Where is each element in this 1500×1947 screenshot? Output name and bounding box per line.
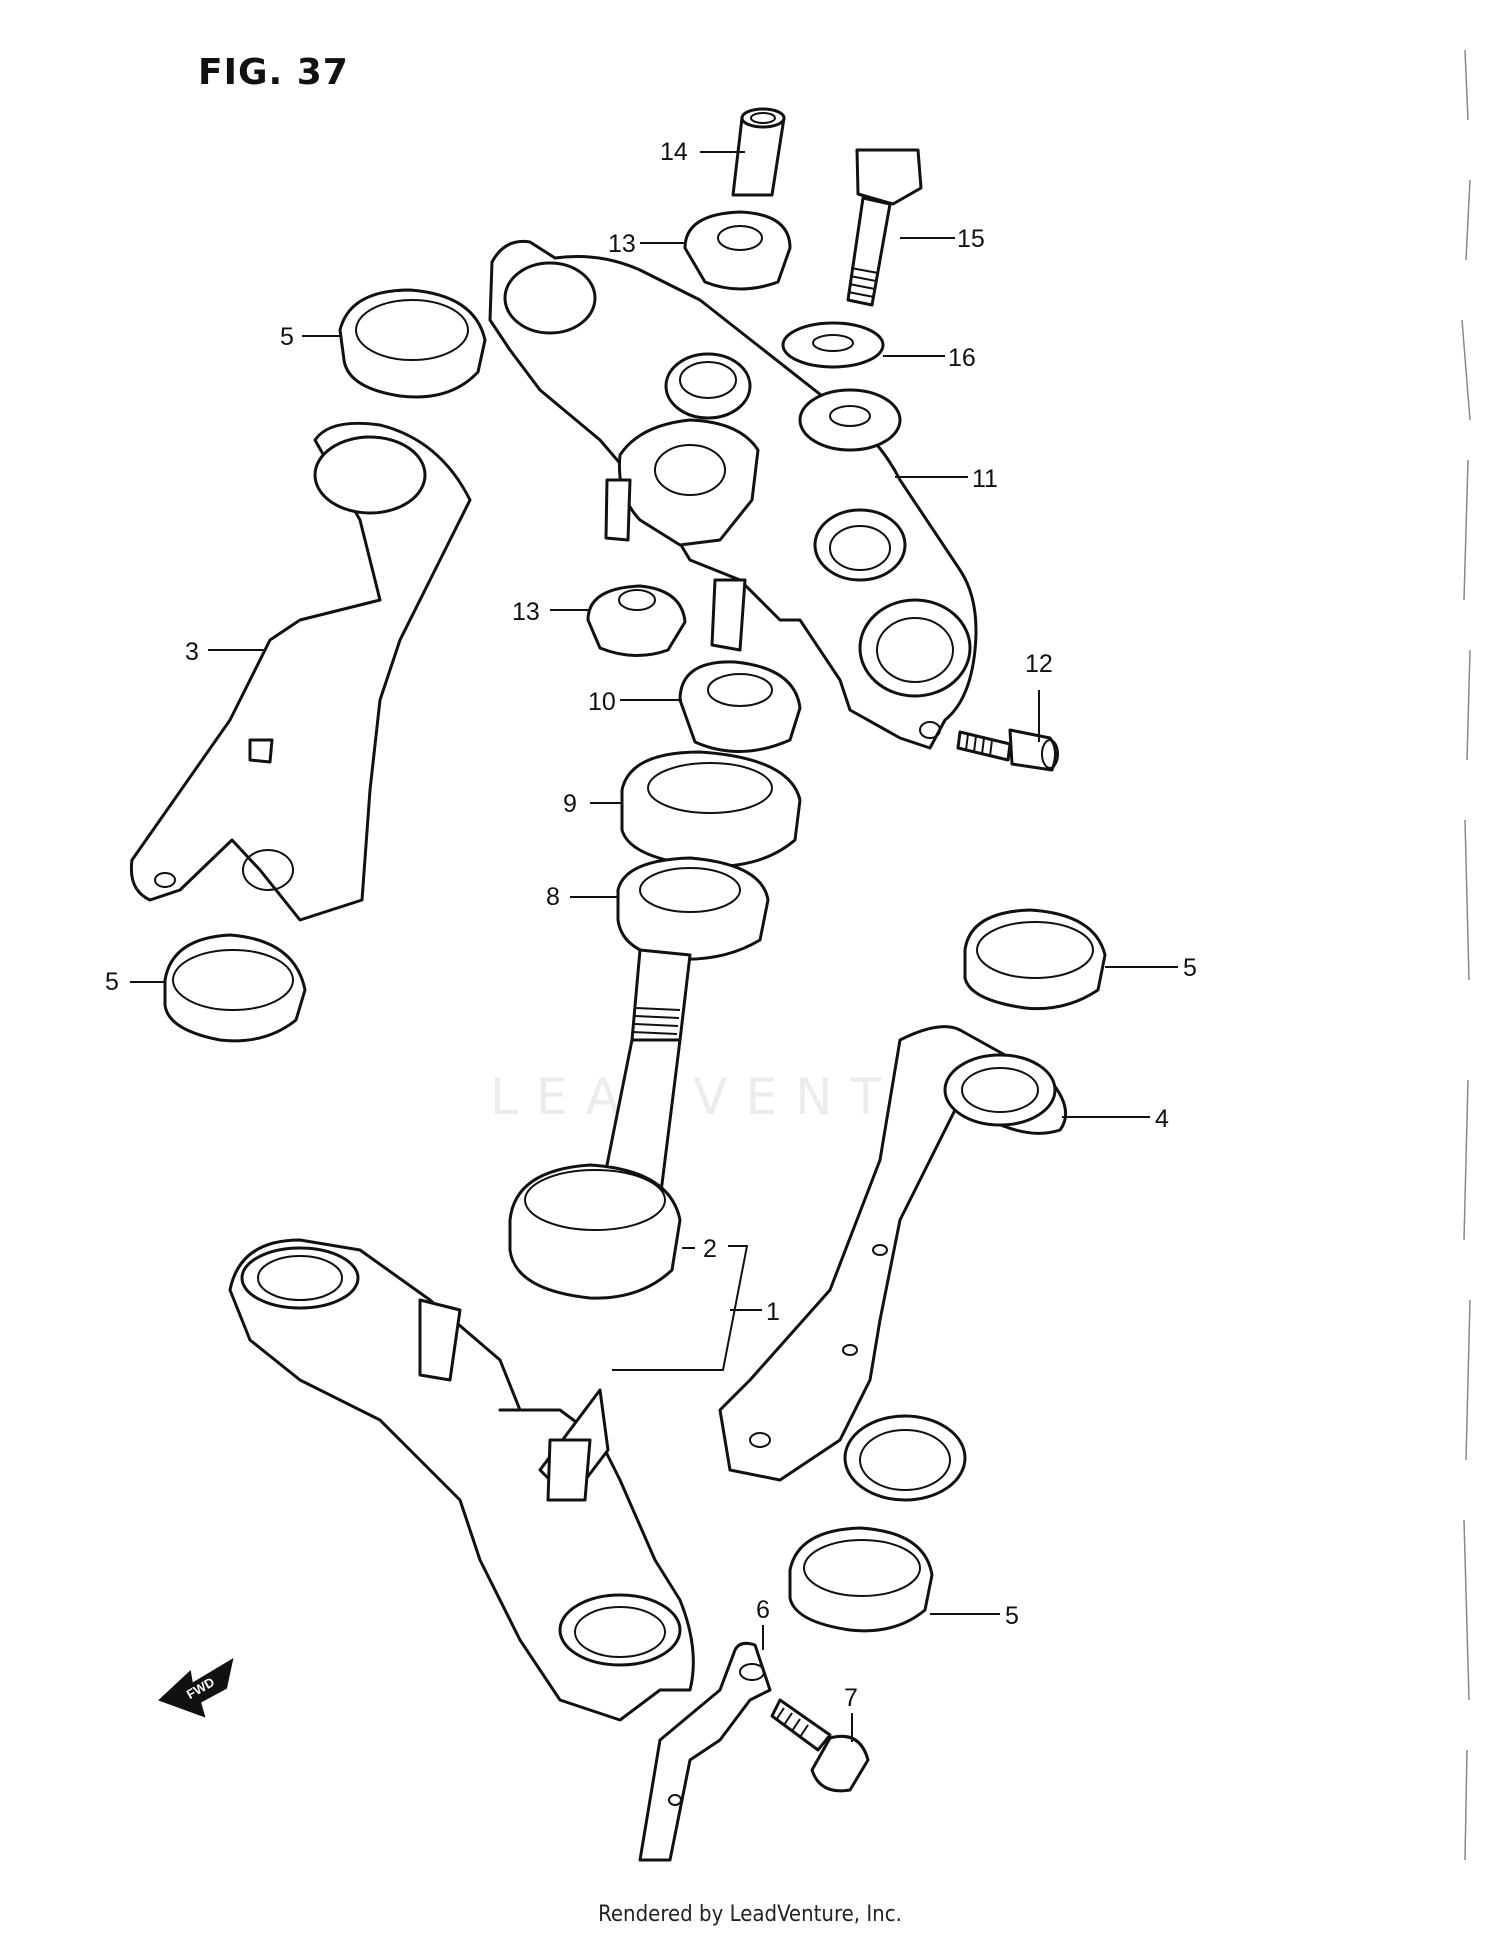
callout-14: 14 <box>660 138 688 166</box>
part-16-washer <box>781 321 885 369</box>
callout-10: 10 <box>588 688 616 716</box>
part-9-dust-seal <box>620 750 802 868</box>
callout-1: 1 <box>766 1298 780 1326</box>
callout-12: 12 <box>1025 650 1053 678</box>
callout-13-lower: 13 <box>512 598 540 626</box>
callout-9: 9 <box>563 790 577 818</box>
callout-5-lower-left: 5 <box>105 968 119 996</box>
part-5-grommet-upper-left <box>338 288 487 399</box>
part-7-bolt <box>770 1698 870 1793</box>
callout-3: 3 <box>185 638 199 666</box>
part-4-handlebar-holder-right <box>718 1025 1068 1502</box>
part-11-upper-bracket <box>488 239 978 750</box>
footer-credit: Rendered by LeadVenture, Inc. <box>598 1902 902 1927</box>
callout-5-upper-left: 5 <box>280 323 294 351</box>
part-2-lower-bearing <box>508 1163 682 1300</box>
part-1-steering-stem-lower-bracket <box>228 948 695 1722</box>
part-5-grommet-upper-right <box>963 908 1107 1011</box>
scan-edge-noise <box>1461 49 1471 1861</box>
part-8-bearing <box>616 856 770 961</box>
callout-8: 8 <box>546 883 560 911</box>
callout-11: 11 <box>972 465 998 493</box>
callout-5-upper-right: 5 <box>1183 954 1197 982</box>
callout-2: 2 <box>703 1235 717 1263</box>
callout-16: 16 <box>948 344 976 372</box>
fwd-direction-arrow: FWD <box>158 1657 234 1718</box>
callout-7: 7 <box>844 1684 858 1712</box>
part-5-grommet-lower-right <box>788 1526 934 1633</box>
callout-4: 4 <box>1155 1105 1169 1133</box>
part-6-bracket <box>638 1641 772 1862</box>
part-10-steering-stem-nut <box>678 660 802 754</box>
callout-6: 6 <box>756 1596 770 1624</box>
part-14-spacer-collar <box>731 107 786 197</box>
part-15-bolt <box>846 148 923 307</box>
callout-15: 15 <box>957 225 985 253</box>
figure-title: FIG. 37 <box>198 52 349 93</box>
leader-lines <box>130 151 1178 1742</box>
part-12-screw <box>956 728 1059 772</box>
part-13-cushion-lower <box>586 584 687 658</box>
part-5-grommet-lower-left <box>163 933 307 1043</box>
callout-numbers: 14 13 15 16 11 5 3 13 10 12 9 8 5 5 4 2 … <box>105 138 1197 1712</box>
part-13-cushion-upper <box>683 210 792 291</box>
callout-5-lower-right: 5 <box>1005 1602 1019 1630</box>
callout-13-upper: 13 <box>608 230 636 258</box>
part-3-handlebar-holder-left <box>129 421 472 922</box>
